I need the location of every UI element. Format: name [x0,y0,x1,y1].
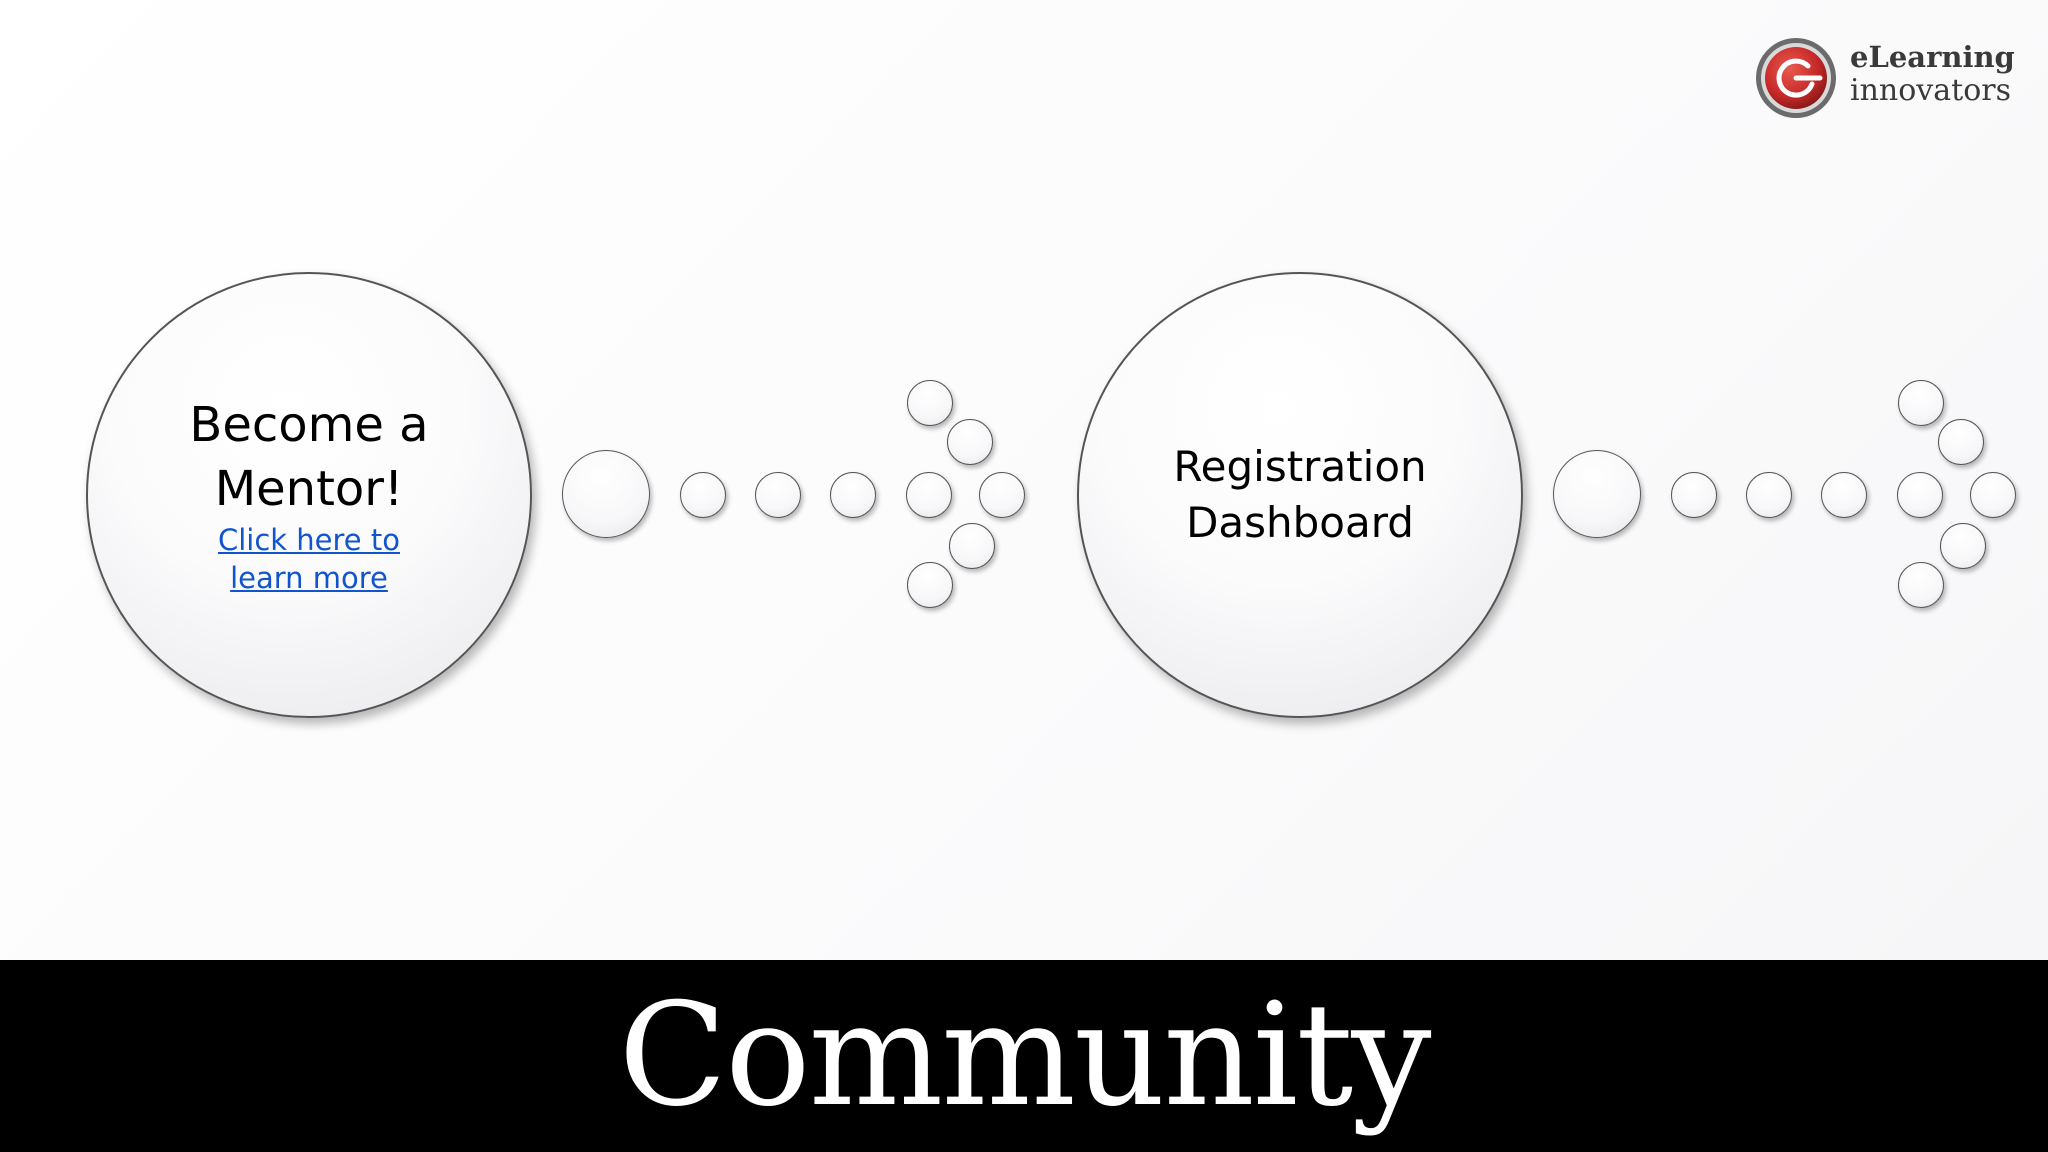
arrow-head-dot [947,419,993,465]
arrow-head-dot [949,523,995,569]
arrow-dot [1671,472,1717,518]
arrow-head-dot [1898,562,1944,608]
arrow-head-dot [1938,419,1984,465]
registration-dashboard-circle[interactable]: Registration Dashboard [1077,272,1523,718]
arrow-dot [1970,472,2016,518]
logo-text-line2: innovators [1850,73,2011,108]
arrow-head-dot [907,562,953,608]
arrow-dot [1897,472,1943,518]
arrow-dot [755,472,801,518]
elearning-innovators-logo: eLearning innovators [1754,36,2024,122]
arrow-dot [680,472,726,518]
arrow-dot [1746,472,1792,518]
banner-title: Community [618,973,1431,1138]
arrow-dot [830,472,876,518]
arrow-dot-large [562,450,650,538]
registration-dashboard-title-line2: Dashboard [1186,498,1414,547]
arrow-dot [906,472,952,518]
learn-more-link[interactable]: Click here to learn more [88,521,530,597]
become-mentor-circle: Become a Mentor! Click here to learn mor… [86,272,532,718]
become-mentor-title-line1: Become a [189,397,429,453]
learn-more-link-line2[interactable]: learn more [230,561,388,595]
logo-power-icon [1756,38,1836,118]
arrow-head-dot [1940,523,1986,569]
title-banner: Community [0,960,2048,1152]
arrow-dot [1821,472,1867,518]
logo-text-line1: eLearning [1850,40,2015,74]
slide-canvas: eLearning innovators Become a Mentor! Cl… [0,0,2048,960]
arrow-head-dot [1898,380,1944,426]
arrow-dot-large [1553,450,1641,538]
become-mentor-title-line2: Mentor! [214,461,404,517]
learn-more-link-line1[interactable]: Click here to [217,523,400,557]
arrow-head-dot [907,380,953,426]
arrow-dot [979,472,1025,518]
registration-dashboard-title-line1: Registration [1173,442,1427,491]
